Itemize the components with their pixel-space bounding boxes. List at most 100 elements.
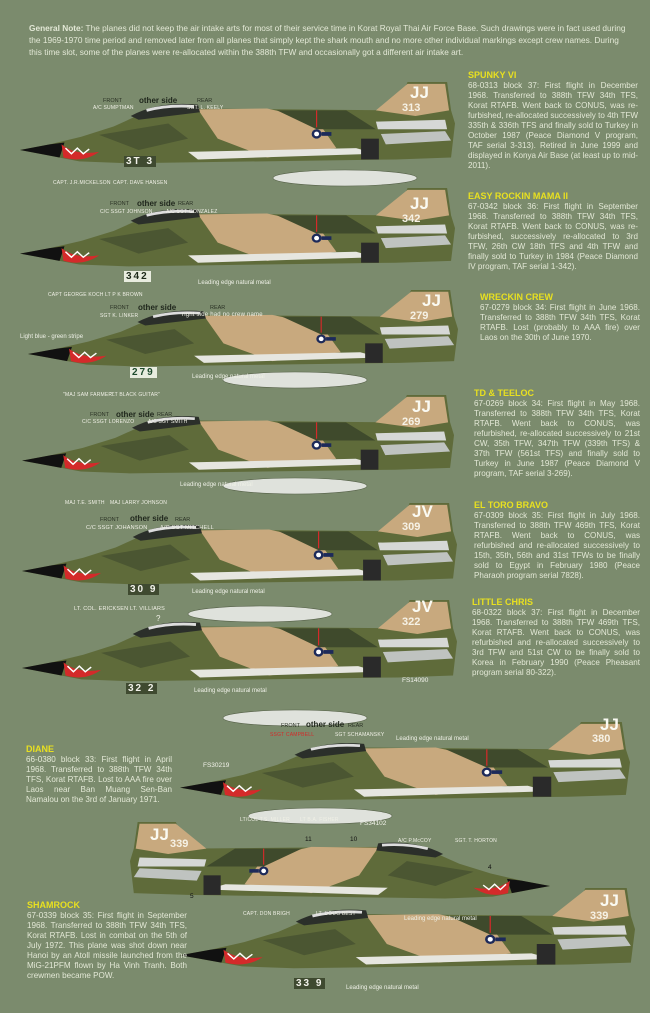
pilot-name: "MAJ SAM FARMER" <box>63 392 115 398</box>
rear-label: REAR <box>178 201 194 207</box>
rear-crew-name: A/C SGT MITCHELL <box>160 525 214 531</box>
plane-title: EASY ROCKIN MAMA II <box>468 191 569 201</box>
rear-label: REAR <box>210 305 226 311</box>
rear-crew-name: SGT. T. HORTON <box>455 838 497 844</box>
front-label: FRONT <box>110 201 129 207</box>
tail-serial: 380 <box>592 733 611 745</box>
front-label: FRONT <box>100 517 119 523</box>
plane-title: DIANE <box>26 744 55 754</box>
fs-color-label: FS14090 <box>402 677 429 684</box>
tail-code: JJ <box>410 194 429 213</box>
tail-serial: 309 <box>402 521 421 533</box>
rear-crew-name: SGT SCHAMANSKY <box>335 732 385 738</box>
tail-serial: 279 <box>410 310 429 322</box>
plane-title: TD & TEELOC <box>474 388 534 398</box>
leading-edge-label: Leading edge natural metal <box>192 589 265 595</box>
front-crew-name: SSGT CAMPBELL <box>270 732 315 738</box>
wso-name: LT. DOUG BEST <box>316 911 356 917</box>
callout-11: 11 <box>305 836 312 843</box>
nose-number: 3T 3 <box>124 156 157 167</box>
tail-serial: 322 <box>402 616 421 628</box>
plane-history: 68-0313 block 37: First flight in Decemb… <box>468 81 638 170</box>
leading-edge-label: Leading edge natural metal <box>346 985 419 991</box>
pilot-name: MAJ T.E. SMITH <box>65 500 105 506</box>
fuel-tank <box>222 371 368 389</box>
plane-title: WRECKIN CREW <box>480 292 553 302</box>
fuel-tank <box>222 709 368 727</box>
f4-phantom-profile <box>18 80 457 165</box>
other-side-label: other side <box>306 720 345 729</box>
fuel-tank <box>272 169 418 187</box>
rear-label: REAR <box>197 98 213 104</box>
rear-crew-name: A/C SGT SMITH <box>148 419 188 425</box>
general-note: General Note: The planes did not keep th… <box>29 22 629 58</box>
plane-history: 67-0342 block 36: First flight in Septem… <box>468 202 638 271</box>
other-side-label: other side <box>130 514 169 523</box>
front-label: FRONT <box>90 412 109 418</box>
tail-code: JV <box>412 502 433 521</box>
wso-name: LT. VILLIARS <box>130 606 166 612</box>
other-side-label: other side <box>138 303 177 312</box>
wso-name: MAJ LARRY JOHNSON <box>110 500 168 506</box>
plane-history: 67-0269 block 34: First flight in May 19… <box>474 399 640 478</box>
plane-title: SHAMROCK <box>27 900 80 910</box>
front-crew-name: A/C SUMPTMAN <box>93 105 134 111</box>
tail-serial: 342 <box>402 213 421 225</box>
leading-edge-label: Leading edge natural metal <box>198 280 271 286</box>
f4-phantom-profile <box>178 720 632 802</box>
f4-phantom-profile <box>26 288 460 368</box>
tail-code: JJ <box>422 291 441 310</box>
fuel-tank <box>222 477 368 495</box>
leading-edge-label: Leading edge natural metal <box>180 482 253 488</box>
tail-code: JJ <box>150 825 169 844</box>
tail-code: JJ <box>600 891 619 910</box>
pilot-name: CAPT GEORGE KOCH <box>48 292 104 298</box>
pilot-name: LT/COL T.S. MILLER <box>240 817 290 823</box>
f4-phantom-profile <box>178 886 637 970</box>
f4-phantom-profile <box>128 820 552 900</box>
other-side-label: other side <box>137 199 176 208</box>
tail-serial: 313 <box>402 102 421 114</box>
nose-number: 342 <box>124 271 151 282</box>
front-label: FRONT <box>103 98 122 104</box>
tail-code: JV <box>412 597 433 616</box>
f4-phantom-profile <box>18 186 457 268</box>
wso-name: LT P K BROWN <box>105 292 143 298</box>
nose-number: 30 9 <box>128 584 160 595</box>
plane-history: 68-0322 block 37: First flight in Decemb… <box>472 608 640 677</box>
callout-4: 4 <box>488 864 492 871</box>
plane-title: LITTLE CHRIS <box>472 597 533 607</box>
stripe-label: Light blue - green stripe <box>20 334 84 340</box>
pilot-name: LT. COL. ERICKSEN <box>74 606 129 612</box>
rear-label: REAR <box>348 723 364 729</box>
rear-crew-note: right side had no crew name <box>182 312 263 318</box>
fuel-tank <box>187 605 333 623</box>
callout-5: 5 <box>190 893 194 900</box>
nose-number: 32 2 <box>126 683 158 694</box>
plane-title: EL TORO BRAVO <box>474 500 549 510</box>
front-crew-name: C/C SSGT JOHANSON <box>86 525 148 531</box>
leading-edge-label: Leading edge natural metal <box>192 374 265 380</box>
callout-10: 10 <box>350 836 358 843</box>
rear-label: REAR <box>175 517 191 523</box>
plane-history: 66-0380 block 33: First flight in April … <box>26 755 172 804</box>
fs-color-label: FS30219 <box>203 762 230 769</box>
nose-number: 279 <box>130 367 157 378</box>
tail-serial: 339 <box>590 910 609 922</box>
front-crew-name: C/C SSGT LORENZO <box>82 419 135 425</box>
tail-code: JJ <box>600 715 619 734</box>
fs-color-label-tank: FS34102 <box>360 820 387 827</box>
rear-crew-name: A/C SGT GONZALEZ <box>166 209 218 215</box>
rear-label: REAR <box>157 412 173 418</box>
plane-title: SPUNKY VI <box>468 70 517 80</box>
other-side-label: other side <box>139 96 178 105</box>
nose-number: 33 9 <box>294 978 326 989</box>
fuel-tank <box>247 807 393 825</box>
pilot-name: CAPT. DON BRIGH <box>243 911 290 917</box>
plane-history: 67-0309 block 35: First flight in July 1… <box>474 511 640 580</box>
